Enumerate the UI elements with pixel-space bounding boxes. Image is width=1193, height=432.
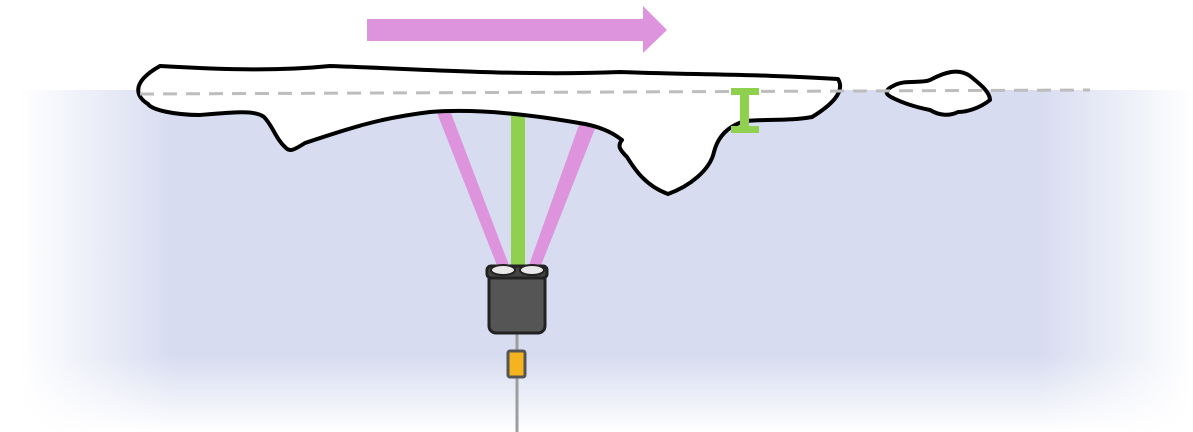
sonar-beam-left bbox=[437, 113, 510, 268]
water-body bbox=[20, 90, 1193, 432]
float-tag-icon bbox=[506, 349, 527, 379]
sonar-beam-vertical bbox=[511, 113, 525, 268]
ice-floe-main bbox=[136, 64, 842, 196]
sonar-beam-right bbox=[528, 122, 596, 268]
waterline bbox=[139, 88, 1091, 96]
ice-floe-small bbox=[884, 69, 992, 117]
drift-direction-arrow bbox=[367, 6, 667, 53]
transducer-left bbox=[490, 264, 516, 276]
ice-draft-marker bbox=[731, 88, 759, 133]
upward-looking-sonar-icon bbox=[485, 264, 549, 335]
transducer-right bbox=[519, 264, 545, 276]
